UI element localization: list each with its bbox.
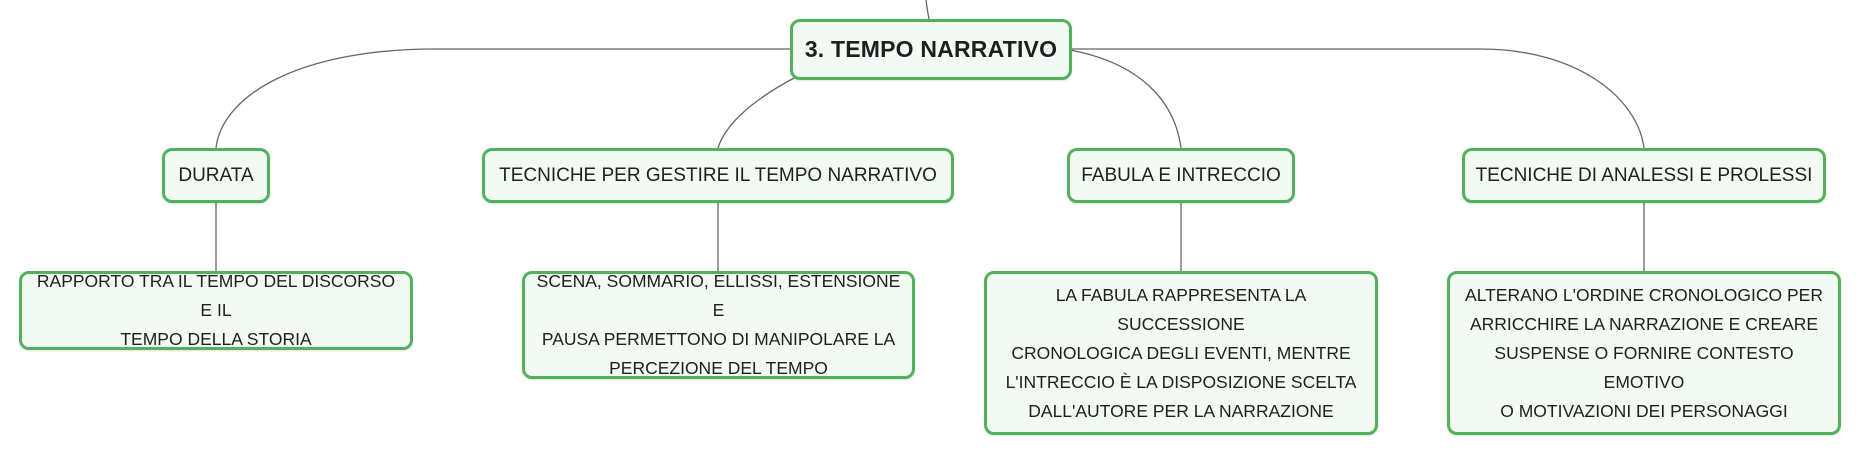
branch-node-label: TECNICHE DI ANALESSI E PROLESSI (1475, 164, 1813, 186)
detail-node-text: ALTERANO L'ORDINE CRONOLOGICO PER ARRICC… (1460, 281, 1828, 426)
branch-node-durata[interactable]: DURATA (162, 148, 270, 203)
branch-node-label: DURATA (178, 164, 254, 186)
detail-line: TEMPO DELLA STORIA (120, 329, 312, 349)
detail-node-fabula-intreccio[interactable]: LA FABULA RAPPRESENTA LA SUCCESSIONE CRO… (984, 271, 1378, 435)
detail-node-text: RAPPORTO TRA IL TEMPO DEL DISCORSO E IL … (32, 267, 400, 354)
detail-line: PAUSA PERMETTONO DI MANIPOLARE LA (541, 329, 896, 349)
connector-root-tecniche-tempo (717, 76, 797, 149)
detail-line: O MOTIVAZIONI DEI PERSONAGGI (1500, 400, 1788, 421)
connector-root-fabula (1069, 49, 1182, 149)
detail-line: PERCEZIONE DEL TEMPO (609, 358, 828, 378)
detail-line: L'INTRECCIO È LA DISPOSIZIONE SCELTA (1005, 371, 1357, 392)
root-node-label: 3. TEMPO NARRATIVO (804, 36, 1058, 62)
detail-line: LA FABULA RAPPRESENTA LA SUCCESSIONE (1055, 284, 1307, 334)
detail-node-durata[interactable]: RAPPORTO TRA IL TEMPO DEL DISCORSO E IL … (19, 271, 413, 350)
branch-node-analessi-prolessi[interactable]: TECNICHE DI ANALESSI E PROLESSI (1462, 148, 1826, 203)
connector-parent-root (925, 0, 930, 20)
detail-line: CRONOLOGICA DEGLI EVENTI, MENTRE (1011, 342, 1351, 363)
detail-line: SCENA, SOMMARIO, ELLISSI, ESTENSIONE E (536, 271, 901, 320)
detail-line: SUSPENSE O FORNIRE CONTESTO EMOTIVO (1494, 342, 1794, 392)
branch-node-fabula-intreccio[interactable]: FABULA E INTRECCIO (1067, 148, 1295, 203)
branch-node-label: TECNICHE PER GESTIRE IL TEMPO NARRATIVO (499, 164, 937, 186)
detail-line: ARRICCHIRE LA NARRAZIONE E CREARE (1469, 313, 1819, 334)
connector-root-durata (215, 48, 790, 149)
detail-node-tecniche-tempo[interactable]: SCENA, SOMMARIO, ELLISSI, ESTENSIONE E P… (522, 271, 915, 379)
detail-node-text: LA FABULA RAPPRESENTA LA SUCCESSIONE CRO… (997, 281, 1365, 426)
detail-node-analessi-prolessi[interactable]: ALTERANO L'ORDINE CRONOLOGICO PER ARRICC… (1447, 271, 1841, 435)
connector-root-analessi (1072, 48, 1645, 149)
detail-line: RAPPORTO TRA IL TEMPO DEL DISCORSO E IL (36, 271, 396, 320)
branch-node-tecniche-tempo[interactable]: TECNICHE PER GESTIRE IL TEMPO NARRATIVO (482, 148, 954, 203)
branch-node-label: FABULA E INTRECCIO (1081, 164, 1281, 186)
detail-line: DALL'AUTORE PER LA NARRAZIONE (1028, 400, 1334, 421)
detail-line: ALTERANO L'ORDINE CRONOLOGICO PER (1465, 284, 1823, 305)
root-node[interactable]: 3. TEMPO NARRATIVO (790, 19, 1072, 80)
detail-node-text: SCENA, SOMMARIO, ELLISSI, ESTENSIONE E P… (535, 267, 902, 383)
